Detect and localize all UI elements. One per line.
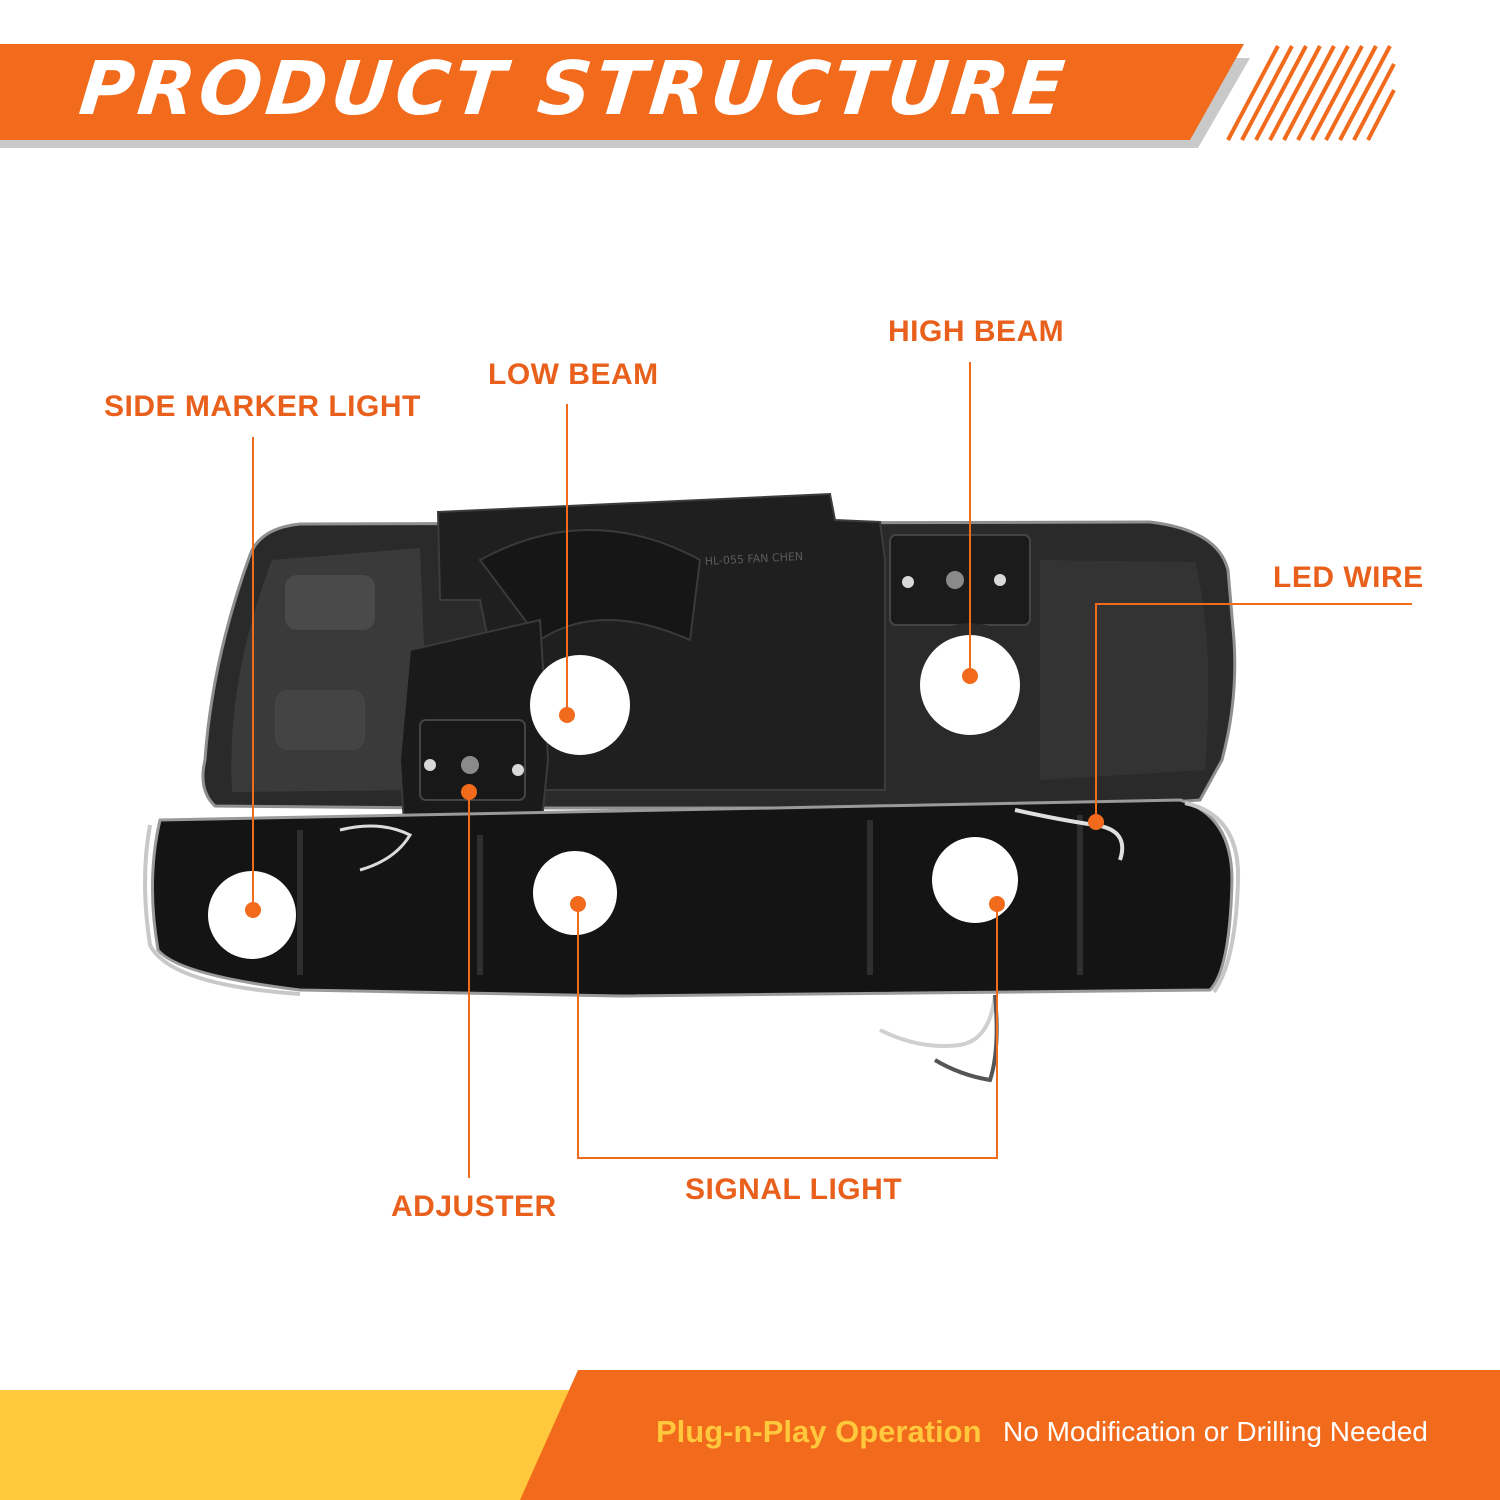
footer-primary-text: Plug-n-Play Operation: [656, 1414, 982, 1449]
footer-yellow-band: [0, 1390, 600, 1500]
label-signal-light: SIGNAL LIGHT: [685, 1173, 903, 1206]
lower-housing-divider: [297, 815, 1083, 975]
footer-banner: [0, 1370, 1500, 1500]
label-side-marker-light: SIDE MARKER LIGHT: [104, 390, 421, 423]
lower-housing-lens-edge: [143, 824, 301, 996]
dot-adjuster: [461, 784, 477, 800]
screw: [946, 571, 964, 589]
screw: [461, 756, 479, 774]
label-high-beam: HIGH BEAM: [888, 315, 1065, 348]
dot-high-beam: [962, 668, 978, 684]
low-beam-opening: [530, 655, 630, 755]
upper-housing-slot-left: [285, 575, 375, 630]
header-banner: [0, 44, 1396, 148]
label-low-beam: LOW BEAM: [488, 358, 659, 391]
header-stripes-decoration: [1226, 45, 1396, 141]
footer-secondary-text: No Modification or Drilling Needed: [1003, 1416, 1428, 1447]
dot-signal-right: [989, 896, 1005, 912]
screw: [902, 576, 914, 588]
upper-housing-slot-left-2: [275, 690, 365, 750]
upper-housing-inner-right: [1040, 560, 1209, 780]
bracket-arm: [478, 529, 702, 642]
label-led-wire: LED WIRE: [1273, 561, 1424, 594]
dot-low-beam: [559, 707, 575, 723]
side-wire: [339, 824, 413, 872]
dot-led-wire: [1088, 814, 1104, 830]
screw: [994, 574, 1006, 586]
high-beam-opening: [920, 635, 1020, 735]
screw: [512, 764, 524, 776]
leader-signal-light: [577, 904, 998, 1159]
dot-side-marker: [245, 902, 261, 918]
signal-light-opening-left: [533, 851, 617, 935]
screw: [424, 759, 436, 771]
leader-led-wire: [1095, 603, 1412, 822]
lower-housing-lens-edge-right: [1184, 801, 1241, 994]
label-adjuster: ADJUSTER: [391, 1190, 557, 1223]
dot-signal-left: [570, 896, 586, 912]
led-wire-lead: [879, 994, 997, 1048]
footer-orange-band: [520, 1370, 1500, 1500]
header-banner-bar: [0, 44, 1244, 140]
housing-molded-text: HL-055 FAN CHEN: [704, 550, 803, 568]
